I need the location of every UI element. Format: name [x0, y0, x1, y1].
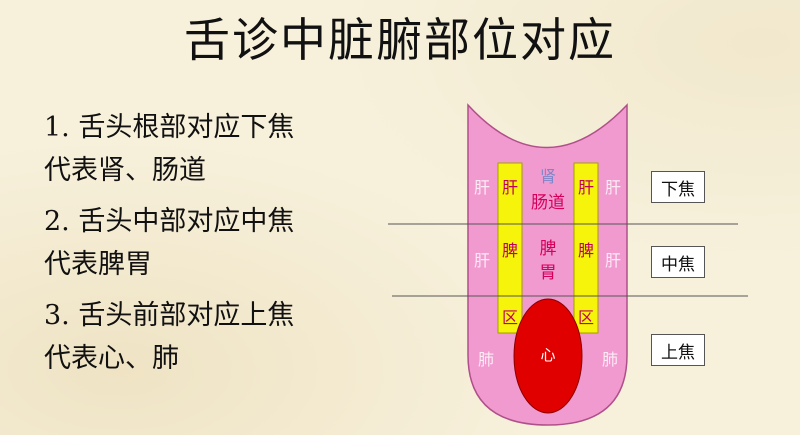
explanation-list: 1. 舌头根部对应下焦 代表肾、肠道 2. 舌头中部对应中焦 代表脾胃 3. 舌…	[44, 106, 374, 388]
center-kidney-label: 肾	[540, 167, 556, 186]
outer-right-3: 肺	[602, 350, 618, 369]
left-strip	[497, 162, 523, 334]
outer-right-1: 肝	[605, 178, 621, 197]
strip-right-2: 脾	[578, 241, 594, 260]
point-2-line-1: 2. 舌头中部对应中焦	[44, 206, 295, 237]
outer-right-2: 肝	[605, 251, 621, 270]
strip-left-2: 脾	[502, 241, 518, 260]
center-spleen-label: 脾	[540, 239, 557, 259]
list-item-front: 3. 舌头前部对应上焦 代表心、肺	[44, 294, 374, 380]
strip-right-3: 区	[578, 308, 594, 327]
list-item-middle: 2. 舌头中部对应中焦 代表脾胃	[44, 200, 374, 286]
point-3-line-1: 3. 舌头前部对应上焦	[44, 300, 295, 331]
outer-left-1: 肝	[474, 178, 490, 197]
zone-lower-jiao: 下焦	[651, 171, 705, 203]
center-stomach-label: 胃	[540, 263, 557, 283]
point-3-line-2: 代表心、肺	[44, 343, 179, 374]
point-1-line-2: 代表肾、肠道	[44, 155, 206, 186]
outer-left-3: 肺	[478, 350, 494, 369]
point-2-line-2: 代表脾胃	[44, 249, 152, 280]
zone-middle-jiao: 中焦	[651, 246, 705, 278]
list-item-root: 1. 舌头根部对应下焦 代表肾、肠道	[44, 106, 374, 192]
strip-right-1: 肝	[578, 178, 594, 197]
center-intestine-label: 肠道	[531, 193, 565, 213]
outer-left-2: 肝	[474, 251, 490, 270]
zone-upper-jiao: 上焦	[651, 334, 705, 366]
right-strip	[573, 162, 599, 334]
heart-label: 心	[540, 346, 555, 364]
page-title: 舌诊中脏腑部位对应	[184, 13, 616, 67]
strip-left-1: 肝	[502, 178, 518, 197]
heart-region	[513, 298, 583, 414]
strip-left-3: 区	[502, 308, 518, 327]
point-1-line-1: 1. 舌头根部对应下焦	[44, 112, 295, 143]
